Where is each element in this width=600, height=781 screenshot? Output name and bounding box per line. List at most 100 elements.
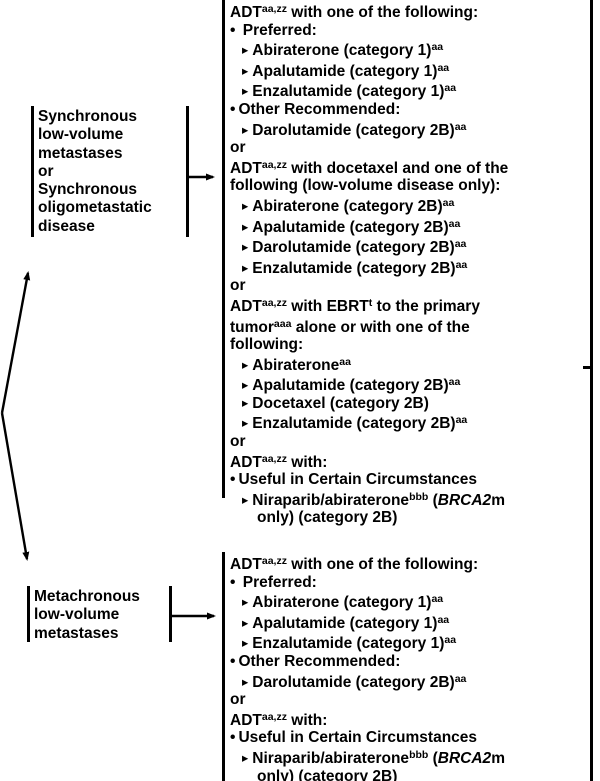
treatment-line-sub: ▸Darolutamide (category 2B)aa [230, 236, 594, 257]
treatment-line-cont: following (low-volume disease only): [230, 177, 594, 195]
treatment-text: BRCA2 [437, 749, 492, 767]
treatment-text: tumor [230, 318, 274, 336]
footnote-superscript: aaa [273, 317, 292, 330]
treatment-line-sub: ▸Enzalutamide (category 2B)aa [230, 257, 594, 278]
footnote-superscript: aa [437, 61, 450, 74]
footnote-superscript: aa,zz [261, 158, 287, 171]
treatment-text: ADT [230, 711, 262, 729]
footnote-superscript: aa [455, 258, 468, 271]
treatment-text: only) (category 2B) [257, 509, 398, 527]
sub-item-arrow-icon: ▸ [242, 674, 249, 689]
treatment-line-bullet: •Other Recommended: [230, 101, 594, 119]
branch-fork-arrows [0, 271, 31, 561]
treatment-line-cont: tumoraaa alone or with one of the [230, 316, 594, 337]
treatment-text: Other Recommended: [238, 100, 401, 118]
treatment-text: with: [286, 711, 328, 729]
footnote-superscript: aa [455, 414, 468, 427]
sub-item-arrow-icon: ▸ [242, 84, 249, 99]
footnote-superscript: aa,zz [261, 710, 287, 723]
treatment-line-or: or [230, 433, 594, 451]
treatment-text: Useful in Certain Circumstances [238, 729, 478, 747]
sub-item-arrow-icon: ▸ [242, 122, 249, 137]
treatment-line-head: ADTaa,zz with: [230, 451, 594, 472]
sub-item-arrow-icon: ▸ [242, 615, 249, 630]
source-box-line: Metachronous [34, 588, 140, 605]
treatment-text: with EBRT [286, 297, 369, 315]
treatment-line-cont: following: [230, 336, 594, 354]
treatment-text: ( [428, 749, 438, 767]
footnote-superscript: aa [448, 217, 461, 230]
sub-item-arrow-icon: ▸ [242, 636, 249, 651]
treatment-text: only) (category 2B) [257, 767, 398, 781]
treatment-line-sub: ▸Abirateroneaa [230, 354, 594, 375]
footnote-superscript: t [368, 296, 373, 309]
treatment-line-head: ADTaa,zz with EBRTt to the primary [230, 295, 594, 316]
bullet-icon: • [230, 729, 236, 747]
treatment-text: Apalutamide (category 1) [252, 614, 438, 632]
treatment-text: Enzalutamide (category 1) [252, 635, 445, 653]
footnote-superscript: aa [448, 376, 461, 389]
branch-arrow-down [0, 412, 30, 561]
bullet-icon: • [230, 21, 236, 39]
treatment-line-or: or [230, 691, 594, 709]
treatment-text: Abiraterone (category 1) [252, 594, 432, 612]
treatment-line-bullet: •Useful in Certain Circumstances [230, 729, 594, 747]
treatment-text: Enzalutamide (category 2B) [252, 415, 456, 433]
source-box-line: Synchronous [38, 108, 138, 125]
sub-item-arrow-icon: ▸ [242, 395, 249, 410]
flow-arrow-metachronous [170, 612, 216, 620]
footnote-superscript: aa [339, 355, 351, 368]
treatment-text: m [491, 491, 505, 509]
footnote-superscript: aa [454, 238, 467, 251]
treatment-text: Docetaxel (category 2B) [252, 394, 429, 412]
right-page-border [590, 0, 593, 781]
right-box-divider-tick [583, 366, 591, 369]
treatment-line-sub: ▸Darolutamide (category 2B)aa [230, 119, 594, 140]
footnote-superscript: aa [431, 593, 444, 606]
treatment-line-contsub: only) (category 2B) [230, 768, 594, 781]
sub-item-arrow-icon: ▸ [242, 43, 249, 58]
source-box-line: metastases [38, 144, 123, 162]
treatment-text: Preferred: [238, 573, 317, 591]
sub-item-arrow-icon: ▸ [242, 595, 249, 610]
treatment-text: Other Recommended: [238, 652, 401, 670]
treatment-text: following (low-volume disease only): [230, 177, 501, 195]
sub-item-arrow-icon: ▸ [242, 219, 249, 234]
treatment-line-bullet: •Other Recommended: [230, 653, 594, 671]
treatment-text: or [230, 433, 246, 451]
treatment-line-bullet: • Preferred: [230, 22, 594, 40]
treatment-line-sub: ▸Enzalutamide (category 2B)aa [230, 412, 594, 433]
treatment-line-sub: ▸Abiraterone (category 1)aa [230, 39, 594, 60]
branch-arrow-up [0, 271, 31, 414]
treatment-line-sub: ▸Docetaxel (category 2B) [230, 395, 594, 413]
source-box-line: low-volume [38, 126, 124, 144]
bullet-icon: • [230, 100, 236, 118]
treatment-text: Apalutamide (category 2B) [252, 218, 449, 236]
treatment-text: Useful in Certain Circumstances [238, 471, 478, 489]
sub-item-arrow-icon: ▸ [242, 416, 249, 431]
treatment-text: following: [230, 336, 304, 354]
treatment-line-sub: ▸Apalutamide (category 1)aa [230, 612, 594, 633]
treatment-text: Apalutamide (category 2B) [252, 377, 449, 395]
treatment-text: m [491, 749, 505, 767]
footnote-superscript: aa [431, 41, 444, 54]
treatment-line-sub: ▸Darolutamide (category 2B)aa [230, 671, 594, 692]
footnote-superscript: aa,zz [261, 3, 287, 15]
treatment-text: alone or with one of the [291, 318, 470, 336]
treatment-line-head: ADTaa,zz with one of the following: [230, 553, 594, 574]
treatment-line-sub: ▸Apalutamide (category 1)aa [230, 60, 594, 81]
treatment-text: Darolutamide (category 2B) [252, 673, 455, 691]
treatment-text: Abiraterone (category 2B) [252, 197, 443, 215]
treatment-text: Enzalutamide (category 1) [252, 83, 445, 101]
treatment-line-head: ADTaa,zz with: [230, 709, 594, 730]
treatment-text: ( [428, 491, 438, 509]
treatment-text: or [230, 139, 246, 157]
treatment-text: ADT [230, 4, 262, 21]
treatment-line-sub: ▸Niraparib/abirateronebbb (BRCA2m [230, 489, 594, 510]
treatment-line-contsub: only) (category 2B) [230, 509, 594, 527]
treatment-line-or: or [230, 139, 594, 157]
treatment-text: with docetaxel and one of the [286, 159, 509, 177]
